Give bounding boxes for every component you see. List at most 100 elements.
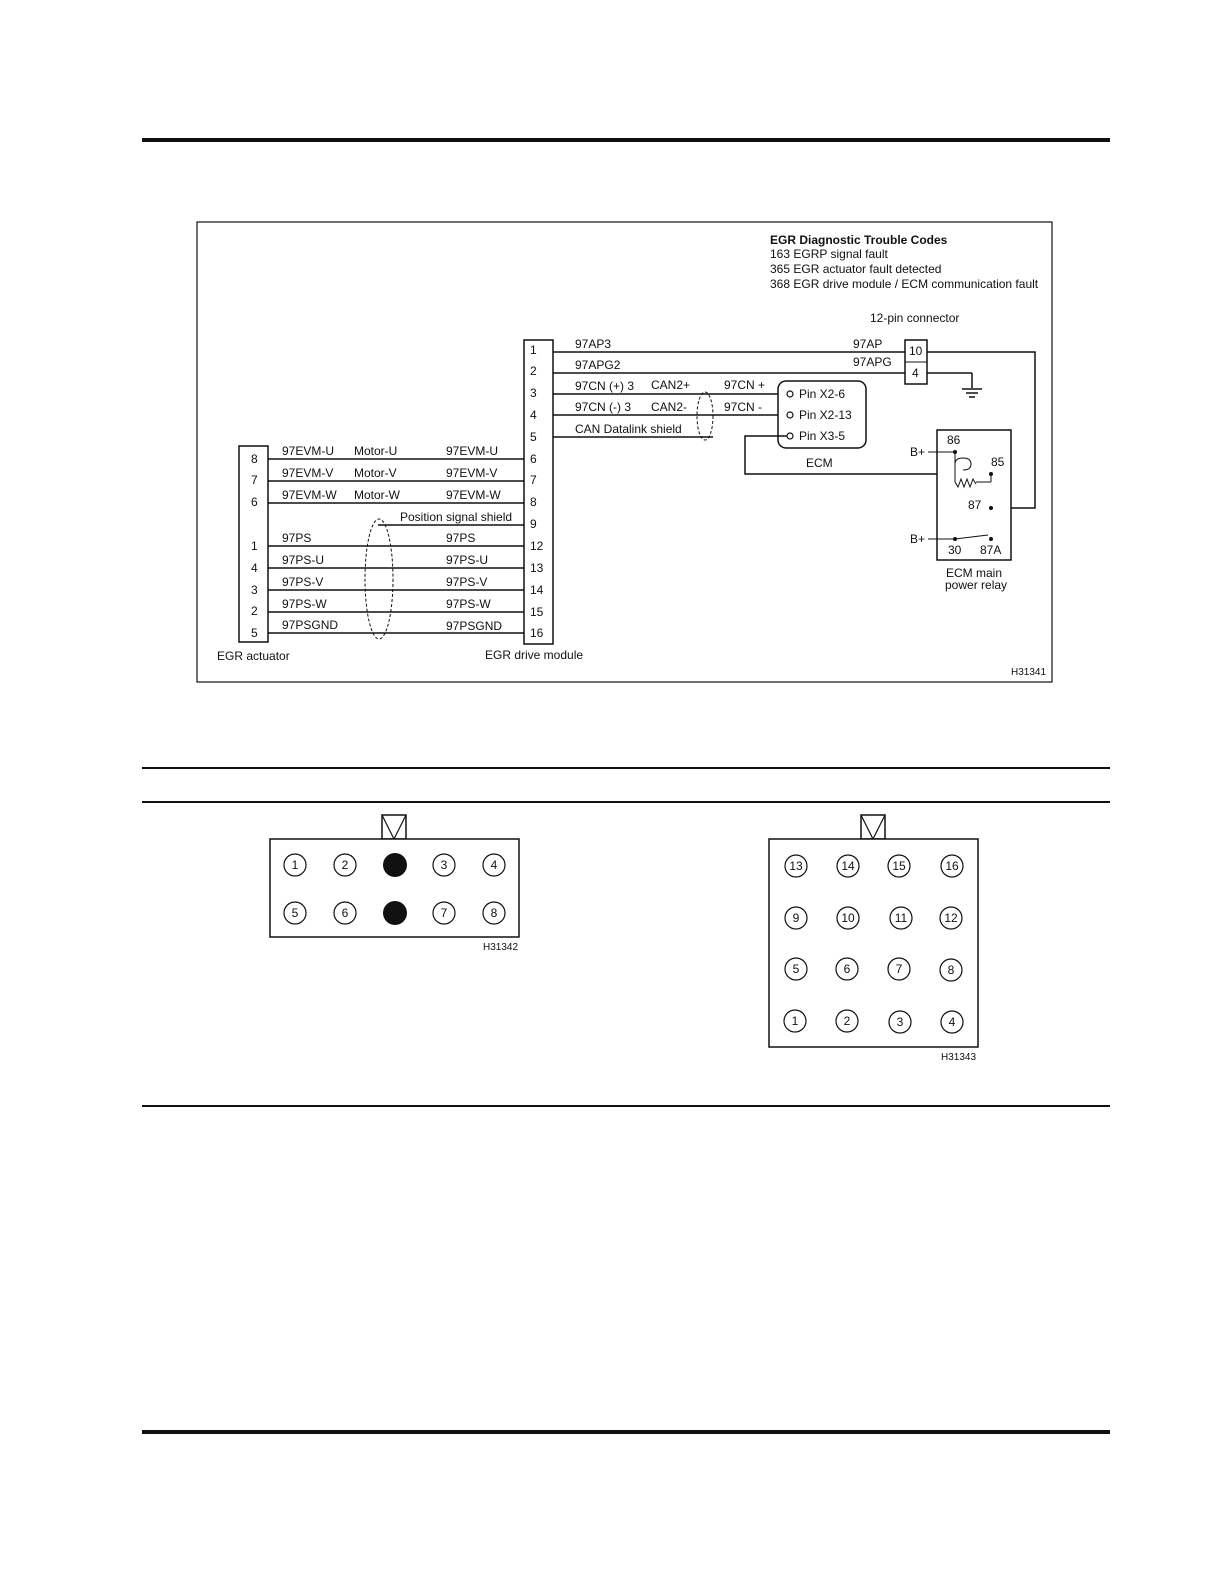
pin-cell: 4 — [940, 1010, 964, 1034]
wire-label: Motor-U — [354, 444, 397, 458]
pin-cell: 5 — [283, 901, 307, 925]
relay-pin: 85 — [991, 455, 1005, 469]
pin-cell: 11 — [889, 906, 913, 930]
wire-label: CAN2+ — [651, 378, 690, 392]
diagram-frame — [196, 221, 1053, 683]
pin-number: 1 — [292, 858, 299, 872]
figure-id: H31342 — [483, 942, 518, 953]
egr-actuator-label: EGR actuator — [217, 649, 290, 663]
bplus-label: B+ — [910, 445, 925, 459]
wire-label: 97CN + — [724, 378, 765, 392]
ground-icon — [962, 388, 982, 398]
relay-switch-icon — [928, 534, 993, 541]
figure-id: H31343 — [941, 1052, 976, 1063]
key-tab — [381, 814, 407, 840]
pin-cell: 10 — [836, 906, 860, 930]
wire-label: 97PS-W — [282, 597, 327, 611]
module-pin: 15 — [530, 605, 544, 619]
wire-label: 97PS-W — [446, 597, 491, 611]
wire-label: 97PS-U — [282, 553, 324, 567]
wire-label: 97CN - — [724, 400, 762, 414]
actuator-pin: 6 — [251, 495, 258, 509]
egr-drive-module-box — [523, 339, 554, 645]
wire-label: 97PS-V — [446, 575, 487, 589]
wire-label: 97PSGND — [282, 618, 338, 632]
plugged-cavity — [383, 901, 407, 925]
ecm-pin: Pin X3-5 — [799, 429, 845, 443]
actuator-pin: 3 — [251, 583, 258, 597]
pin-number: 7 — [441, 906, 448, 920]
wire — [744, 435, 991, 475]
module-pin: 16 — [530, 626, 544, 640]
dtc-line: 163 EGRP signal fault — [770, 247, 889, 261]
pin-number: 15 — [892, 859, 906, 873]
pin-number: 2 — [844, 1014, 851, 1028]
relay-coil-icon — [928, 450, 993, 510]
bplus-label: B+ — [910, 532, 925, 546]
relay-box — [936, 429, 1012, 561]
connector12-pin: 4 — [912, 366, 919, 380]
wire-label: 97EVM-U — [282, 444, 334, 458]
ecm-box — [777, 380, 867, 449]
pin-number: 10 — [841, 911, 855, 925]
module-pin: 1 — [530, 343, 537, 357]
upper-wires: 97AP3 97AP 97APG2 97APG 97CN (+) 3 CAN2+… — [553, 337, 905, 438]
pin-number: 12 — [944, 911, 958, 925]
wire-label: 97CN (-) 3 — [575, 400, 631, 414]
pin-number: 9 — [793, 911, 800, 925]
dtc-line: 368 EGR drive module / ECM communication… — [770, 277, 1039, 291]
key-tab — [860, 814, 886, 840]
connector-16pin-face: 13 14 15 16 9 10 11 12 5 6 7 8 1 2 3 4 H… — [768, 814, 979, 1063]
module-pin: 14 — [530, 583, 544, 597]
egr-actuator-box — [238, 445, 269, 643]
wire-label: 97PS — [446, 531, 475, 545]
module-pin: 12 — [530, 539, 544, 553]
pin-number: 8 — [948, 963, 955, 977]
pin-number: 16 — [945, 859, 959, 873]
relay-label-line1: ECM main — [946, 566, 1002, 580]
relay-pin: 30 — [948, 543, 962, 557]
pin-cell: 12 — [939, 906, 963, 930]
wire-label: 97PS — [282, 531, 311, 545]
lower-wires: 97EVM-U Motor-U 97EVM-U 97EVM-V Motor-V … — [268, 444, 524, 634]
wire-label: 97PSGND — [446, 619, 502, 633]
module-pin: 3 — [530, 386, 537, 400]
actuator-pin: 1 — [251, 539, 258, 553]
module-pin: 9 — [530, 517, 537, 531]
wire-label: 97APG2 — [575, 358, 621, 372]
pin-cell: 7 — [887, 957, 911, 981]
plugged-cavity — [383, 853, 407, 877]
pin-number: 6 — [844, 962, 851, 976]
module-pin: 7 — [530, 473, 537, 487]
connector12-pin: 10 — [909, 344, 923, 358]
relay-pin: 86 — [947, 433, 961, 447]
pin-cell: 5 — [784, 957, 808, 981]
wire-label: 97EVM-U — [446, 444, 498, 458]
wire-label: Motor-V — [354, 466, 397, 480]
wire-label: 97CN (+) 3 — [575, 379, 634, 393]
pin-number: 8 — [491, 906, 498, 920]
pin-cell: 2 — [333, 853, 357, 877]
module-pin: 2 — [530, 364, 537, 378]
actuator-pin: 2 — [251, 604, 258, 618]
wire-label: CAN2- — [651, 400, 687, 414]
pin-number: 3 — [897, 1015, 904, 1029]
wire-label: 97AP — [853, 337, 882, 351]
wiring-diagram: EGR Diagnostic Trouble Codes 163 EGRP si… — [196, 221, 1053, 683]
wire-label: Position signal shield — [400, 510, 512, 524]
wire-label: 97PS-V — [282, 575, 323, 589]
pin-cell: 9 — [784, 906, 808, 930]
pin-cell: 3 — [432, 853, 456, 877]
dtc-title: EGR Diagnostic Trouble Codes — [770, 233, 948, 247]
egr-drive-module-label: EGR drive module — [485, 648, 583, 662]
module-pin: 8 — [530, 495, 537, 509]
pin-number: 2 — [342, 858, 349, 872]
module-pin: 4 — [530, 408, 537, 422]
pin-number: 5 — [292, 906, 299, 920]
wire-label: CAN Datalink shield — [575, 422, 682, 436]
module-pin: 5 — [530, 430, 537, 444]
module-pin: 13 — [530, 561, 544, 575]
pin-cell: 13 — [784, 854, 808, 878]
connector12-label: 12-pin connector — [870, 311, 959, 325]
pin-number: 6 — [342, 906, 349, 920]
